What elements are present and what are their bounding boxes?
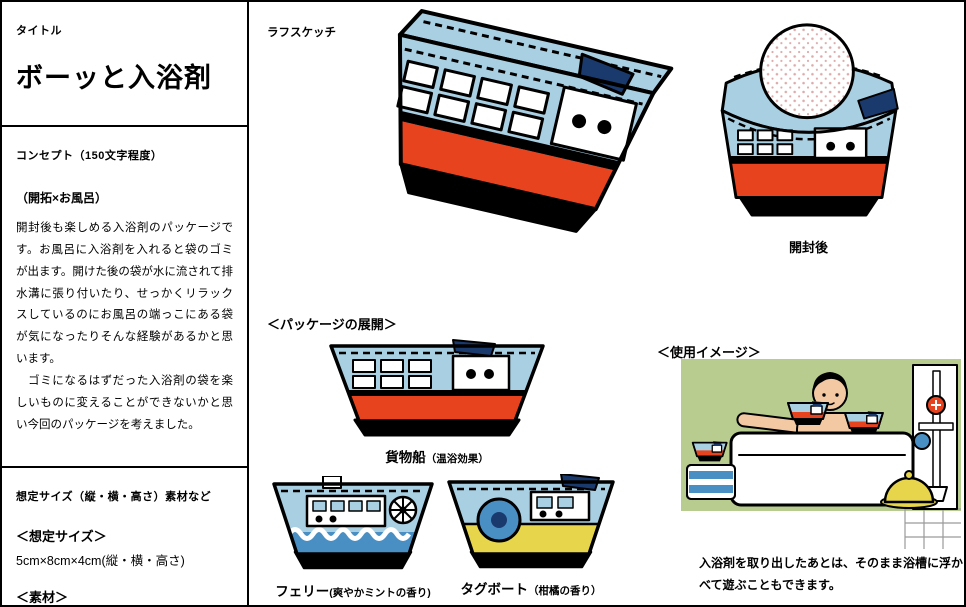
window-grid <box>737 129 794 156</box>
spec-sidebar: タイトル ボーッと入浴剤 コンセプト（150文字程度） （開拓×お風呂） 開封後… <box>2 2 249 605</box>
opened-caption: 開封後 <box>788 240 828 255</box>
wave-line <box>286 527 412 541</box>
concept-paragraph-1: 開封後も楽しめる入浴剤のパッケージです。お風呂に入浴剤を入れると袋のゴミが出ます… <box>16 222 234 366</box>
title-label: タイトル <box>16 25 62 37</box>
concept-subtitle: （開拓×お風呂） <box>16 191 108 205</box>
bathroom-floor <box>681 511 961 549</box>
ferry-card: フェリー(爽やかミントの香り) <box>269 475 437 601</box>
striped-bucket <box>686 464 736 500</box>
tugboat-illustration <box>447 473 615 569</box>
sidebar-divider <box>2 466 247 469</box>
usage-caption: 入浴剤を取り出したあとは、そのまま浴槽に浮かべて遊ぶこともできます。 <box>699 556 964 592</box>
cabin <box>529 490 591 522</box>
rough-sketch-label: ラフスケッチ <box>267 27 336 39</box>
tugboat-card: タグボート（柑橘の香り） <box>443 473 619 599</box>
bridge-flag <box>857 88 899 120</box>
main-package-sketch <box>396 9 674 233</box>
hair <box>812 372 848 395</box>
ferry-illustration <box>272 475 434 570</box>
ship-wheel <box>388 495 418 525</box>
cargo-ship-illustration <box>329 339 545 437</box>
opened-package-sketch <box>720 23 899 217</box>
cabin <box>813 127 868 160</box>
bath-bomb <box>759 23 855 120</box>
cold-valve <box>913 432 931 450</box>
bridge-flag <box>452 339 496 357</box>
keel <box>738 196 880 217</box>
sketch-area: ラフスケッチ <box>249 2 964 605</box>
concept-paragraph-2: ゴミになるはずだった入浴剤の袋を楽しいものに変えることができないかと思い今回のパ… <box>16 374 233 431</box>
usage-label: ＜使用イメージ＞ <box>657 345 761 360</box>
size-heading: ＜想定サイズ＞ <box>16 529 107 545</box>
spec-section-label: 想定サイズ（縦・横・高さ）素材など <box>16 491 212 504</box>
boat-caption: 貨物船（温浴効果） <box>385 450 489 465</box>
sidebar-divider <box>2 125 247 127</box>
shower-fixtures <box>912 364 958 510</box>
size-value: 5cm×8cm×4cm(縦・横・高さ) <box>16 554 185 569</box>
lineup-label: ＜パッケージの展開＞ <box>267 317 397 332</box>
material-heading: ＜素材＞ <box>16 590 69 606</box>
cargo-ship-card: 貨物船（温浴効果） <box>325 338 549 467</box>
window-grid <box>352 359 432 389</box>
fender-circle <box>476 497 522 543</box>
window-grid <box>396 59 550 140</box>
page-title: ボーッと入浴剤 <box>16 63 212 93</box>
concept-label: コンセプト（150文字程度） <box>16 150 163 162</box>
boat-caption: タグボート（柑橘の香り） <box>460 582 602 597</box>
funnel <box>322 475 342 489</box>
opened-package-figure: 開封後 <box>711 18 906 256</box>
boat-caption: フェリー(爽やかミントの香り) <box>275 584 431 599</box>
cabin <box>451 354 511 392</box>
usage-scene-illustration <box>681 359 961 549</box>
cabin <box>305 494 387 528</box>
yellow-bowl <box>880 470 938 509</box>
cabin <box>549 85 638 162</box>
